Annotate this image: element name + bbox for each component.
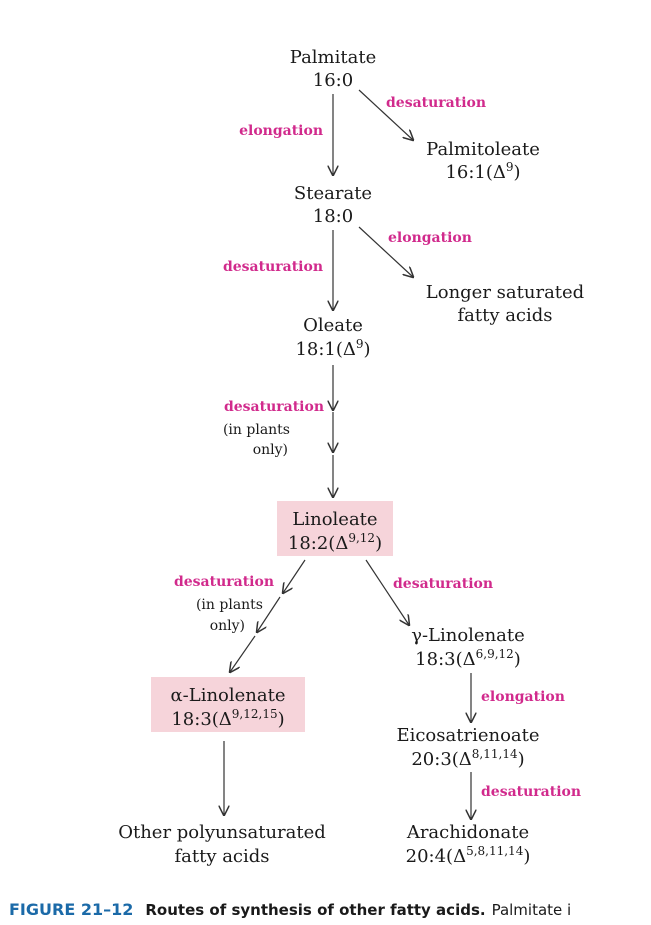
node-palmitate-formula: 16:0 [313, 70, 353, 91]
node-linoleate-name: Linoleate [292, 509, 377, 530]
alpha-linolenate-highlight [151, 677, 305, 732]
node-arachidonate-formula: 20:4(Δ5,8,11,14) [406, 844, 531, 867]
arrow-linoleate-to-alpha-segment3 [230, 635, 256, 672]
label-desaturation-oleate: desaturation [223, 259, 323, 275]
node-eicosatrienoate-name: Eicosatrienoate [396, 725, 539, 746]
node-longer-saturated-line2: fatty acids [457, 305, 552, 326]
note-plants-only-linoleate-line2: only) [253, 442, 288, 458]
node-longer-saturated-line1: Longer saturated [426, 282, 584, 303]
note-plants-only-alpha-line2: only) [210, 618, 245, 634]
note-plants-only-alpha-line1: (in plants [196, 597, 263, 613]
node-stearate-name: Stearate [294, 183, 372, 204]
label-desaturation-palmitoleate: desaturation [386, 95, 486, 111]
node-alpha-linolenate-name: α-Linolenate [171, 685, 286, 706]
arrow-linoleate-to-alpha-segment1 [283, 559, 306, 593]
node-arachidonate-name: Arachidonate [406, 822, 529, 843]
note-plants-only-linoleate-line1: (in plants [223, 422, 290, 438]
node-gamma-linolenate-name: γ-Linolenate [411, 625, 525, 646]
node-alpha-linolenate-formula: 18:3(Δ9,12,15) [171, 707, 284, 730]
node-palmitoleate-name: Palmitoleate [426, 139, 540, 160]
label-desaturation-arachidonate: desaturation [481, 784, 581, 800]
label-elongation-longer: elongation [388, 230, 472, 246]
node-oleate-formula: 18:1(Δ9) [295, 337, 370, 360]
node-palmitoleate-formula: 16:1(Δ9) [445, 160, 520, 183]
label-elongation-eicosatrienoate: elongation [481, 689, 565, 705]
node-palmitate-name: Palmitate [290, 47, 376, 68]
node-other-polyunsaturated-line2: fatty acids [174, 846, 269, 867]
linoleate-highlight [277, 501, 393, 556]
label-desaturation-alpha: desaturation [174, 574, 274, 590]
node-stearate-formula: 18:0 [313, 206, 353, 227]
arrow-linoleate-to-gamma [365, 559, 409, 625]
node-oleate-name: Oleate [303, 315, 363, 336]
label-desaturation-gamma: desaturation [393, 576, 493, 592]
node-linoleate-formula: 18:2(Δ9,12) [288, 531, 382, 554]
arrow-linoleate-to-alpha-segment2 [257, 596, 281, 632]
arrow-palmitate-to-palmitoleate [358, 89, 413, 140]
node-gamma-linolenate-formula: 18:3(Δ6,9,12) [415, 647, 521, 670]
node-eicosatrienoate-formula: 20:3(Δ8,11,14) [411, 747, 524, 770]
label-elongation-stearate: elongation [239, 123, 323, 139]
label-desaturation-linoleate: desaturation [224, 399, 324, 415]
arrow-stearate-to-longer-saturated [358, 226, 413, 277]
node-other-polyunsaturated-line1: Other polyunsaturated [118, 822, 326, 843]
